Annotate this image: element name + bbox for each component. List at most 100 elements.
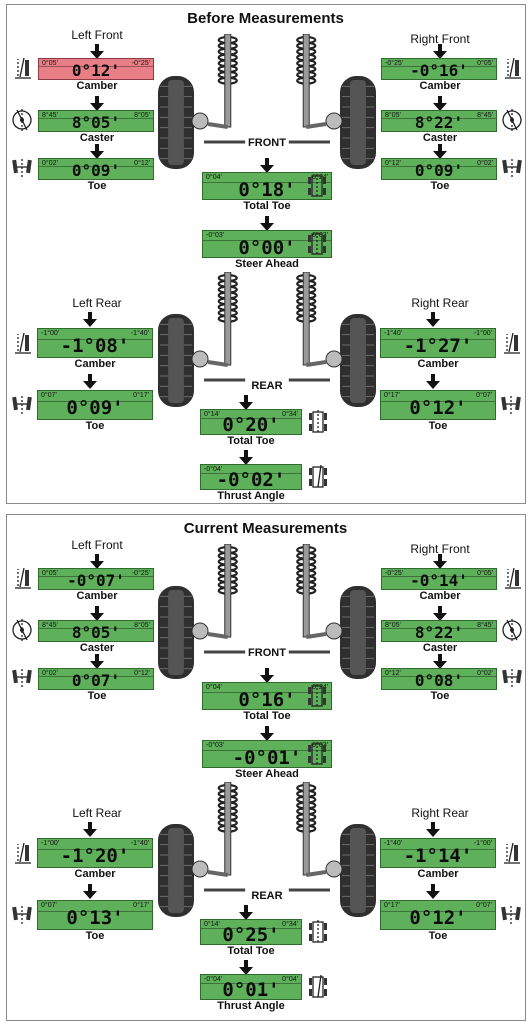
gauge-range-bar: [38, 329, 152, 340]
measurement-gauge: 8°05'8°45'8°22': [381, 110, 497, 132]
measurement-gauge: -1°40'-1°00'-1°27': [380, 328, 496, 358]
shock-absorber: [224, 271, 232, 366]
gauge-value: 0°09': [66, 397, 124, 420]
gauge-value: 0°12': [71, 61, 121, 80]
gauge-min-limit: 8°45': [42, 112, 58, 119]
gauge-caption: Camber: [74, 358, 116, 370]
gauge-min-limit: 0°05': [42, 570, 58, 577]
gauge-range-bar: [39, 111, 153, 119]
gauge-value: -0°07': [67, 571, 125, 590]
gauge-caption: Caster: [79, 642, 115, 654]
measurement-gauge: 0°12'0°02'0°09': [381, 158, 497, 180]
measurement-gauge: 0°05' -0°25' -0°07': [38, 568, 154, 590]
left-front-heading: Left Front: [71, 28, 123, 42]
gauge-max-limit: 0°07': [476, 902, 492, 909]
gauge-range-bar: [381, 391, 495, 402]
gauge-range-bar: [38, 901, 152, 912]
camber-icon: [500, 331, 522, 355]
gauge-min-limit: -0°04': [204, 466, 223, 473]
gauge-min-limit: -0°03': [206, 232, 225, 239]
gauge-max-limit: 0°05': [477, 60, 493, 67]
gauge-max-limit: 8°45': [477, 622, 493, 629]
gauge-min-limit: -0°04': [204, 976, 223, 983]
gauge-value: -1°08': [60, 335, 130, 358]
measurement-gauge: 0°14'0°34'0°25': [200, 919, 302, 945]
gauge-value: 8°22': [414, 113, 464, 132]
measurement-gauge: 0°17'0°07'0°12': [380, 900, 496, 930]
gauge-value: 0°12': [409, 907, 467, 930]
left-front-heading: Left Front: [71, 538, 123, 552]
gauge-min-limit: 0°05': [42, 60, 58, 67]
gauge-value: 0°08': [414, 671, 464, 690]
front-suspension-illustration: [158, 543, 376, 694]
gauge-caption: Thrust Angle: [217, 1000, 285, 1012]
hub: [325, 860, 343, 878]
caster-icon: [11, 618, 33, 642]
left-rear-heading: Left Rear: [72, 806, 122, 820]
hub: [191, 112, 209, 130]
hub: [325, 622, 343, 640]
gauge-range-bar: [382, 59, 496, 67]
rear-axle-label: REAR: [251, 380, 283, 392]
camber-icon: [500, 841, 522, 865]
gauge-caption: Camber: [76, 80, 118, 92]
gauge-min-limit: -1°00': [41, 330, 60, 337]
measurement-gauge: -0°03'0°03'0°00': [202, 230, 332, 258]
gauge-range-bar: [382, 111, 496, 119]
shock-absorber: [302, 271, 310, 366]
caster-icon: [501, 618, 523, 642]
gauge-value: -0°14': [410, 571, 468, 590]
total-toe-icon: [306, 684, 328, 708]
gauge-range-bar: [381, 329, 495, 340]
knuckle: [207, 870, 229, 877]
gauge-caption: Toe: [430, 690, 450, 702]
hub: [191, 350, 209, 368]
front-suspension-illustration: [158, 33, 376, 184]
gauge-max-limit: -1°40': [130, 840, 149, 847]
gauge-max-limit: 0°12': [134, 670, 150, 677]
shock-absorber: [302, 543, 310, 638]
gauge-range-bar: [201, 920, 301, 930]
hub: [191, 860, 209, 878]
toe-icon: [501, 666, 523, 690]
gauge-caption: Camber: [419, 80, 461, 92]
gauge-caption: Toe: [85, 930, 105, 942]
gauge-max-limit: -0°25': [131, 60, 150, 67]
gauge-max-limit: -0°25': [131, 570, 150, 577]
measurement-gauge: -0°03'0°03'-0°01': [202, 740, 332, 768]
total-toe-icon: [306, 174, 328, 198]
gauge-range-bar: [201, 465, 301, 475]
gauge-range-bar: [203, 683, 331, 693]
front-axle-label: FRONT: [248, 647, 286, 659]
gauge-caption: Total Toe: [227, 945, 275, 957]
gauge-caption: Toe: [87, 690, 107, 702]
gauge-value: 0°12': [409, 397, 467, 420]
gauge-max-limit: -1°00': [473, 330, 492, 337]
gauge-value: 0°25': [222, 923, 280, 945]
gauge-range-bar: [39, 59, 153, 67]
gauge-value: -0°01': [232, 746, 302, 768]
gauge-caption: Total Toe: [243, 200, 291, 212]
gauge-min-limit: -1°00': [41, 840, 60, 847]
toe-icon: [11, 156, 33, 180]
steer-ahead-icon: [306, 232, 328, 256]
gauge-value: -1°20': [60, 845, 130, 868]
gauge-range-bar: [382, 159, 496, 167]
gauge-max-limit: 0°34': [282, 411, 298, 418]
measurement-gauge: 0°02'0°12'0°07': [38, 668, 154, 690]
front-axle-label: FRONT: [248, 137, 286, 149]
rear-axle-label: REAR: [251, 890, 283, 902]
gauge-min-limit: 8°05': [385, 622, 401, 629]
gauge-value: 0°18': [238, 178, 296, 200]
camber-icon: [501, 566, 523, 590]
total-toe-icon: [307, 920, 329, 944]
steer-ahead-icon: [306, 742, 328, 766]
measurement-gauge: 0°07'0°17'0°09': [37, 390, 153, 420]
camber-icon: [11, 56, 33, 80]
gauge-caption: Camber: [417, 358, 459, 370]
gauge-min-limit: 8°05': [385, 112, 401, 119]
gauge-max-limit: 0°24': [312, 174, 328, 181]
gauge-caption: Steer Ahead: [235, 768, 299, 780]
gauge-min-limit: 0°02': [42, 670, 58, 677]
gauge-max-limit: 0°02': [477, 160, 493, 167]
